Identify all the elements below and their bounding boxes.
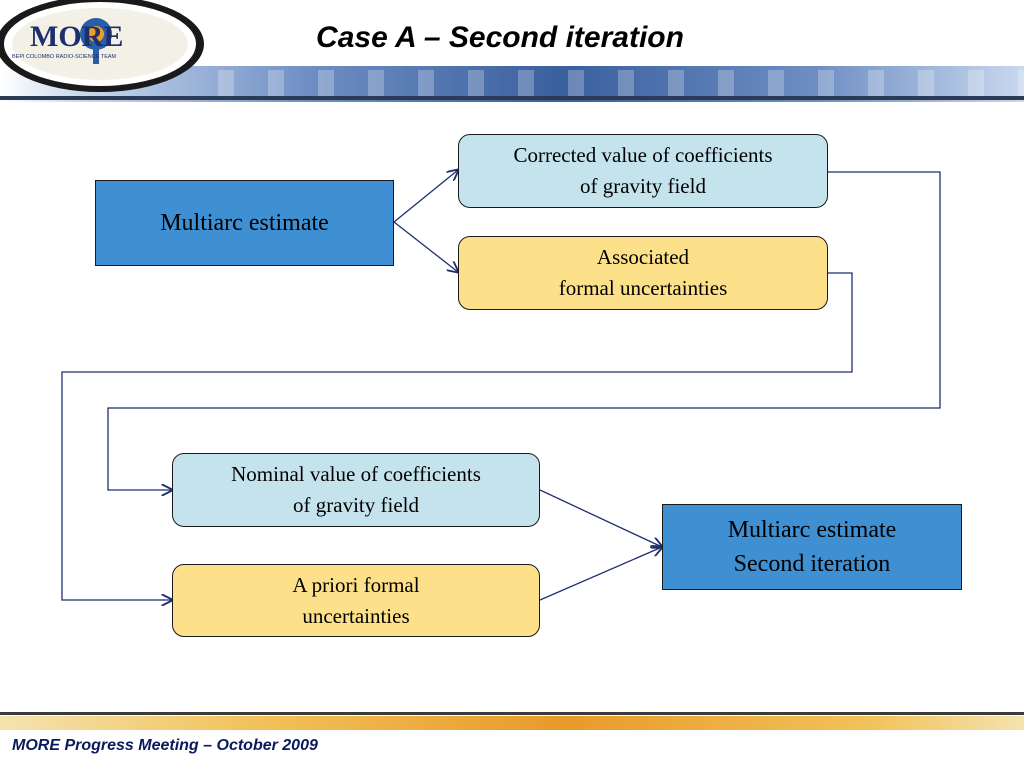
node-apriori-uncertainties-label: A priori formal uncertainties: [292, 572, 420, 628]
node-associated-uncertainties-label: Associated formal uncertainties: [558, 245, 728, 300]
node-multiarc-estimate: Multiarc estimate: [95, 180, 394, 266]
logo-subtext: BEPI COLOMBO RADIO-SCIENCE TEAM: [12, 54, 117, 60]
arrow-apriori-to-second: [539, 547, 662, 601]
node-corrected-value-label: Corrected value of coefficients of gravi…: [513, 143, 773, 198]
node-apriori-uncertainties: A priori formal uncertainties: [172, 564, 540, 637]
arrow-multiarc-to-corrected: [393, 170, 458, 223]
header-line: [0, 96, 1024, 100]
node-corrected-value: Corrected value of coefficients of gravi…: [458, 134, 828, 208]
node-multiarc-second-iteration: Multiarc estimate Second iteration: [662, 504, 962, 590]
node-multiarc-second-iteration-label: Multiarc estimate Second iteration: [727, 517, 897, 577]
node-associated-uncertainties: Associated formal uncertainties: [458, 236, 828, 310]
node-multiarc-estimate-label: Multiarc estimate: [160, 210, 329, 236]
node-nominal-value-label: Nominal value of coefficients of gravity…: [231, 462, 481, 517]
footer-line: [0, 712, 1024, 715]
header-band-stripes: [200, 70, 1024, 96]
node-nominal-value: Nominal value of coefficients of gravity…: [172, 453, 540, 527]
arrow-nominal-to-second: [539, 489, 662, 547]
arrow-multiarc-to-associated: [393, 221, 458, 272]
footer-text: MORE Progress Meeting – October 2009: [12, 737, 318, 754]
footer-band: [0, 716, 1024, 730]
slide-title: Case A – Second iteration: [316, 21, 684, 54]
more-logo: MORE BEPI COLOMBO RADIO-SCIENCE TEAM: [0, 0, 204, 92]
logo-text: MORE: [30, 20, 123, 53]
